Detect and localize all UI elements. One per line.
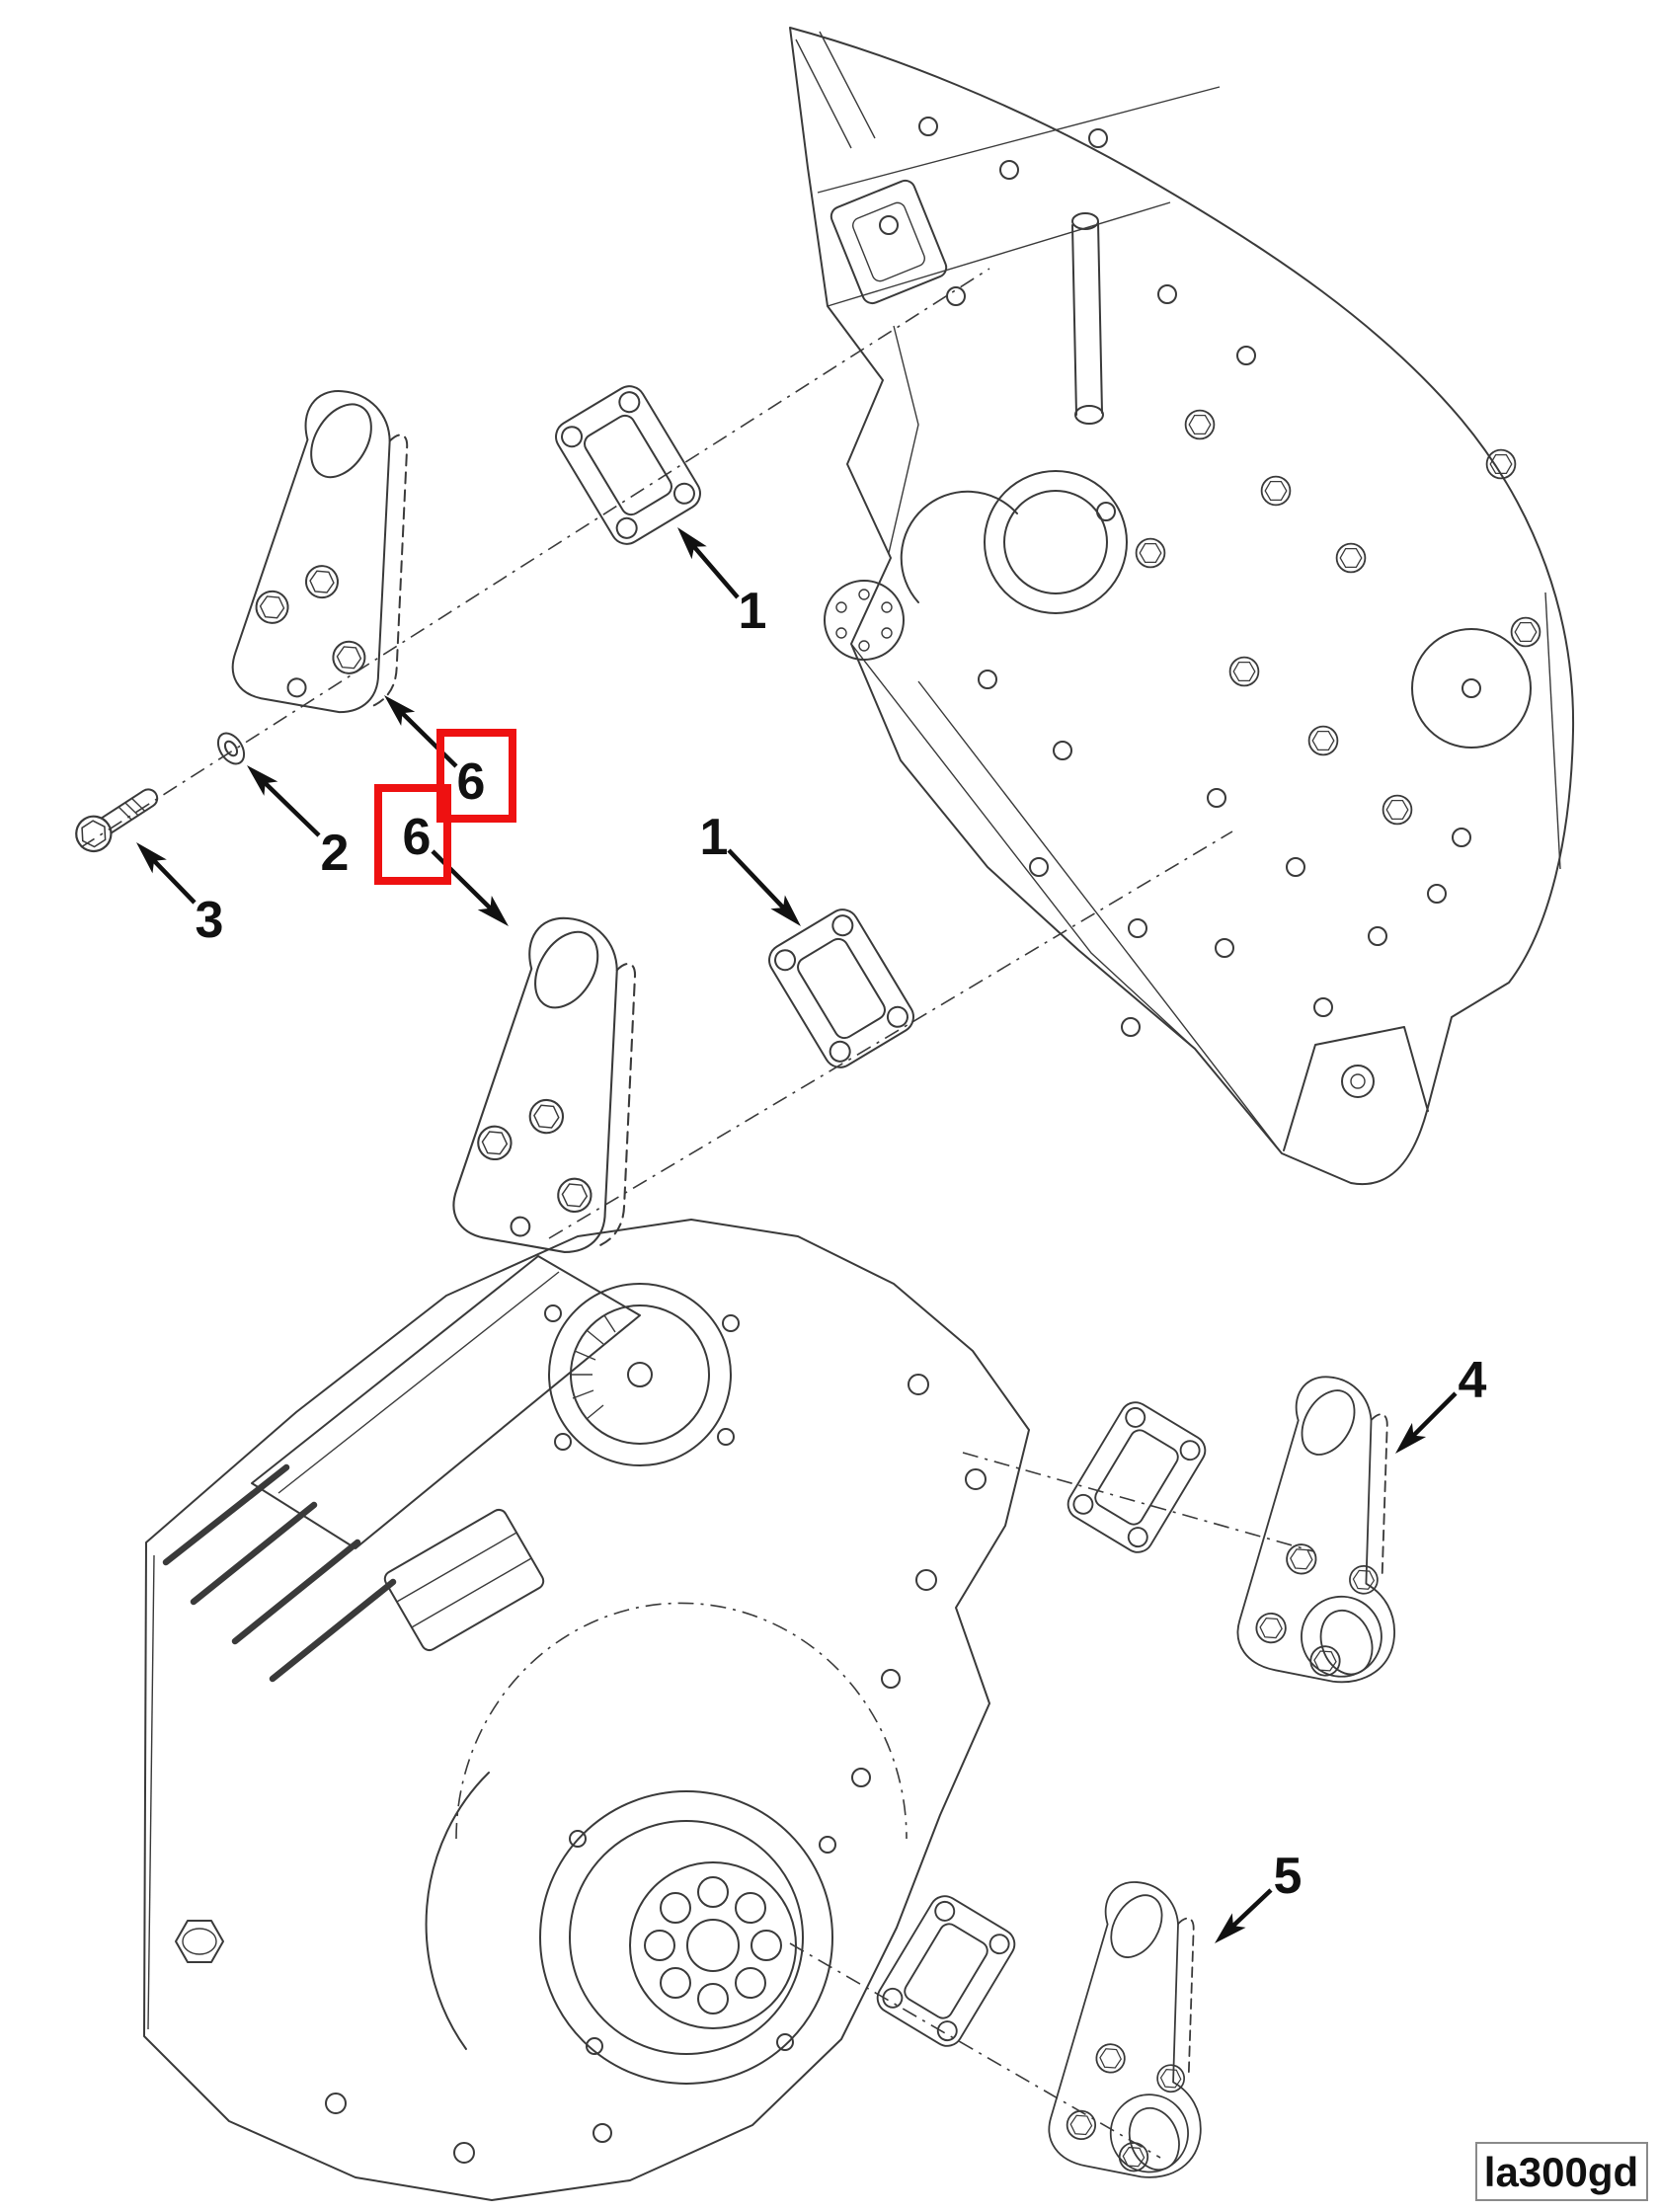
annotations-layer: 1 1 2 3 4 5 66 [136,527,1487,1943]
callout-arrowhead [770,895,801,926]
callout-leader-line [1410,1391,1458,1439]
callout-arrowhead [384,695,416,726]
gasket-part-4 [1062,1395,1212,1559]
callout-4: 4 [1395,1352,1487,1454]
engine-rear-view-art [143,1219,1030,2201]
callout-leader-line [431,849,494,911]
callout-number: 2 [321,825,350,882]
highlight-box [374,784,451,885]
callout-number: 6 [457,753,486,811]
callout-leader-line [262,780,321,837]
callout-6: 6 [384,695,485,811]
gasket-part-5 [871,1889,1021,2053]
callout-leader-line [151,857,197,905]
gasket-part-lower-1 [762,903,920,1074]
lifting-bracket-4 [1234,1372,1411,1686]
capscrew-part [68,788,159,859]
callout-leader-line [399,710,458,768]
callout-number: 3 [196,892,224,949]
callout-1: 1 [700,809,801,926]
callout-arrowhead [1215,1913,1246,1943]
callout-arrowhead [477,895,509,926]
figure-code-box: la300gd [1475,2142,1648,2201]
callout-5: 5 [1215,1848,1302,1943]
callout-leader-line [690,543,740,599]
callout-number: 5 [1274,1848,1303,1905]
highlight-box [436,729,516,823]
lifting-bracket-5 [1046,1877,1218,2180]
figure-code-label: la300gd [1484,2149,1638,2195]
callout-2: 2 [247,765,349,882]
callout-number: 1 [700,809,729,866]
callout-arrowhead [136,842,167,874]
lifting-bracket-upper [229,384,420,717]
callout-arrowhead [677,527,707,560]
callout-1: 1 [677,527,766,640]
callout-number: 1 [739,583,767,640]
callout-6: 6 [403,809,509,926]
engine-front-view-art [789,27,1575,1186]
callout-number: 4 [1459,1352,1487,1409]
callout-arrowhead [247,765,278,796]
lifting-bracket-lower [450,910,649,1257]
washer-part [216,732,246,765]
callout-number: 6 [403,809,432,866]
callout-leader-line [1229,1888,1273,1930]
callout-3: 3 [136,842,223,949]
callout-arrowhead [1395,1422,1427,1454]
assembly-centerlines [80,268,1314,2159]
gasket-part-upper-1 [549,379,707,551]
callout-leader-line [727,848,787,911]
